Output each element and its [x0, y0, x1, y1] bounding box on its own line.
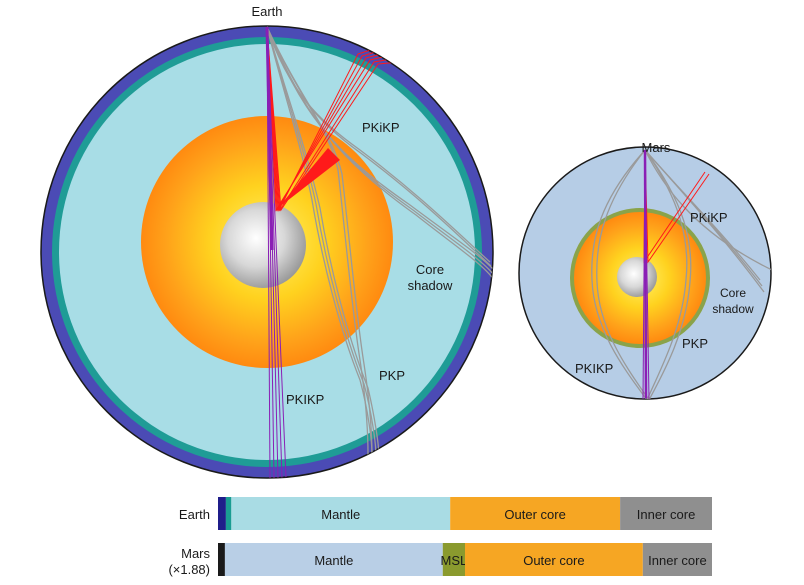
- bar-segment-0-4: [620, 497, 712, 530]
- bar-segment-1-4: [642, 543, 712, 576]
- bar-segment-label-0-4: Inner core: [637, 507, 696, 522]
- earth-title: Earth: [251, 4, 282, 19]
- earth-gray-rays: [266, 26, 493, 458]
- earth-cross-section: Earth PKiKP PKIKP PKP Core shadow: [40, 4, 494, 479]
- bar-segment-label-1-2: MSL: [441, 553, 468, 568]
- earth-core-shadow-label-line2: shadow: [408, 278, 453, 293]
- earth-pkp-label: PKP: [379, 368, 405, 383]
- bar-segment-1-0: [218, 543, 225, 576]
- bar-segment-0-2: [231, 497, 451, 530]
- earth-pkikp-lower-label: PKIKP: [286, 392, 324, 407]
- mars-core-shadow-label-line1: Core: [720, 286, 746, 300]
- mars-pkikp-lower-label: PKIKP: [575, 361, 613, 376]
- mars-core-shadow-label-line2: shadow: [712, 302, 754, 316]
- bar-segment-1-1: [224, 543, 443, 576]
- bar-label-0: Earth: [179, 507, 210, 522]
- mars-inner-core: [617, 257, 657, 297]
- mars-title: Mars: [642, 140, 671, 155]
- mars-cross-section: Mars PKiKP PKIKP PKP Core shadow: [518, 140, 772, 400]
- bar-label-1: Mars: [181, 546, 210, 561]
- bar-segment-label-0-2: Mantle: [321, 507, 360, 522]
- earth-inner-core: [220, 202, 306, 288]
- bar-segment-1-3: [465, 543, 643, 576]
- bar-scale-label-1: (×1.88): [168, 562, 210, 577]
- mars-pkikp-upper-label: PKiKP: [690, 210, 728, 225]
- bar-segment-0-1: [225, 497, 232, 530]
- bar-segment-label-1-1: Mantle: [314, 553, 353, 568]
- bar-segment-1-2: [442, 543, 465, 576]
- bar-segment-label-1-3: Outer core: [523, 553, 584, 568]
- bar-segment-0-3: [450, 497, 621, 530]
- mars-pkp-label: PKP: [682, 336, 708, 351]
- bar-segment-0-0: [218, 497, 226, 530]
- mars-gray-rays: [591, 149, 771, 399]
- earth-red-ray-fan: [278, 148, 340, 208]
- bar-segment-label-1-4: Inner core: [648, 553, 707, 568]
- earth-core-shadow-label-line1: Core: [416, 262, 444, 277]
- earth-pkikp-upper-label: PKiKP: [362, 120, 400, 135]
- bar-segment-label-0-3: Outer core: [504, 507, 565, 522]
